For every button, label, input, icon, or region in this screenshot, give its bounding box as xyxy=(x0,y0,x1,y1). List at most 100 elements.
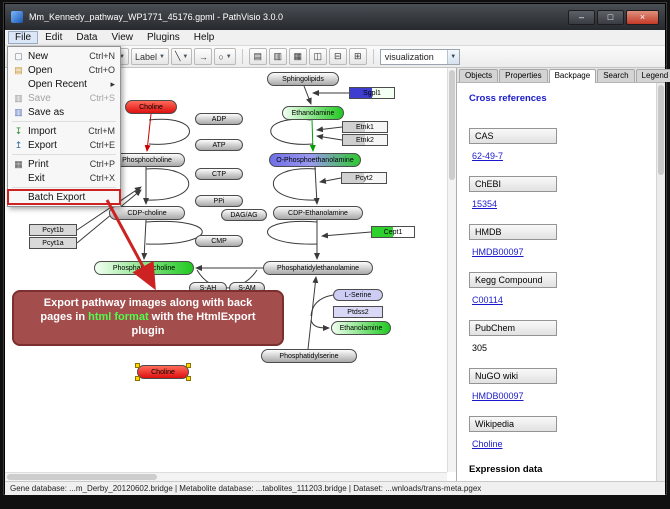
pathway-canvas[interactable]: Export pathway images along with back pa… xyxy=(5,68,457,481)
label-tool[interactable]: Label▼ xyxy=(130,48,169,65)
menu-help[interactable]: Help xyxy=(193,32,215,43)
node-label: S-AH xyxy=(199,284,217,292)
visualization-combobox[interactable]: visualization ▼ xyxy=(379,48,460,65)
pathway-node-atp[interactable]: ATP xyxy=(195,139,243,151)
node-label: Sgpl1 xyxy=(363,89,381,97)
xref-link[interactable]: HMDB00097 xyxy=(472,391,524,401)
maximize-button[interactable]: □ xyxy=(597,9,624,25)
pathway-node-pcyt1b[interactable]: Pcyt1b xyxy=(29,224,77,236)
pathway-node-l-serine[interactable]: L-Serine xyxy=(333,289,383,301)
pathway-node-cdp-ethanolamine[interactable]: CDP-Ethanolamine xyxy=(273,206,363,220)
selection-handle[interactable] xyxy=(186,363,191,368)
pathway-node-sgpl1[interactable]: Sgpl1 xyxy=(349,87,395,99)
toolbar-separator xyxy=(241,49,243,64)
menu-separator xyxy=(12,121,116,122)
connector-tool[interactable]: → xyxy=(194,48,213,65)
pathway-node-adp[interactable]: ADP xyxy=(195,113,243,125)
chevron-down-icon[interactable]: ▼ xyxy=(182,53,189,60)
menu-item-batch-export[interactable]: Batch Export xyxy=(7,189,121,205)
annotation-callout: Export pathway images along with back pa… xyxy=(12,290,284,346)
pathway-node-phosphatidylethanolamine[interactable]: Phosphatidylethanolamine xyxy=(263,261,373,275)
pathway-node-ppi[interactable]: PPi xyxy=(195,195,243,207)
menu-item-open-recent[interactable]: Open Recent▸ xyxy=(8,77,120,91)
pathway-node-ethanolamine[interactable]: Ethanolamine xyxy=(282,106,344,120)
line-tool[interactable]: ╲▼ xyxy=(170,48,193,65)
chevron-down-icon[interactable]: ▼ xyxy=(159,53,165,60)
pathway-node-ethanolamine[interactable]: Ethanolamine xyxy=(331,321,391,335)
chevron-down-icon[interactable]: ▼ xyxy=(446,49,459,64)
pathway-node-dag-ag[interactable]: DAG/AG xyxy=(221,209,267,221)
pathway-node-cdp-choline[interactable]: CDP-choline xyxy=(109,206,185,220)
pathway-node-ptdss2[interactable]: Ptdss2 xyxy=(333,306,383,318)
xref-link[interactable]: Choline xyxy=(472,439,503,449)
export-arrow-icon: ↥ xyxy=(14,139,23,150)
pathway-node-etnk1[interactable]: Etnk1 xyxy=(342,121,388,133)
scrollbar-thumb[interactable] xyxy=(7,474,157,480)
node-label: CDP-Ethanolamine xyxy=(288,209,348,217)
submenu-arrow-icon: ▸ xyxy=(110,78,115,89)
node-label: Ethanolamine xyxy=(339,324,383,332)
window-title: Mm_Kennedy_pathway_WP1771_45176.gpml - P… xyxy=(29,12,283,22)
menu-item-label: Export xyxy=(28,139,57,151)
pathway-node-phosphatidylserine[interactable]: Phosphatidylserine xyxy=(261,349,357,363)
xref-link[interactable]: 15354 xyxy=(472,199,498,209)
common-width-button[interactable]: ⊞ xyxy=(348,48,367,65)
align-left-button[interactable]: ▤ xyxy=(248,48,267,65)
xref-db-name: CAS xyxy=(469,128,557,144)
pathway-node-o-phosphoethanolamine[interactable]: O-Phosphoethanolamine xyxy=(269,153,361,167)
canvas-vertical-scrollbar[interactable] xyxy=(447,68,456,472)
pathway-node-pcyt1a[interactable]: Pcyt1a xyxy=(29,237,77,249)
common-height-button[interactable]: ⊟ xyxy=(328,48,347,65)
align-top-button[interactable]: ▦ xyxy=(288,48,307,65)
align-top-button-icon: ▦ xyxy=(293,51,302,61)
close-button[interactable]: × xyxy=(626,9,659,25)
panel-vertical-scrollbar[interactable] xyxy=(656,83,665,481)
scrollbar-thumb[interactable] xyxy=(449,70,455,180)
pathway-node-ctp[interactable]: CTP xyxy=(195,168,243,180)
pathway-node-sphingolipids[interactable]: Sphingolipids xyxy=(267,72,339,86)
canvas-horizontal-scrollbar[interactable] xyxy=(5,472,447,481)
menu-plugins[interactable]: Plugins xyxy=(146,32,180,43)
chevron-down-icon[interactable]: ▼ xyxy=(119,53,125,60)
pathway-node-cept1[interactable]: Cept1 xyxy=(371,226,415,238)
selection-handle[interactable] xyxy=(135,376,140,381)
xref-link[interactable]: 62-49-7 xyxy=(472,151,504,161)
pathway-node-choline[interactable]: Choline xyxy=(135,363,191,381)
pathway-node-cmp[interactable]: CMP xyxy=(195,235,243,247)
menu-edit[interactable]: Edit xyxy=(45,32,63,43)
shape-tool[interactable]: ○▼ xyxy=(214,48,236,65)
pathway-node-pcyt2[interactable]: Pcyt2 xyxy=(341,172,387,184)
xref-link[interactable]: HMDB00097 xyxy=(472,247,524,257)
selection-handle[interactable] xyxy=(135,363,140,368)
chevron-down-icon[interactable]: ▼ xyxy=(225,53,232,60)
minimize-button[interactable]: – xyxy=(568,9,595,25)
menu-item-label: Exit xyxy=(28,172,45,184)
selection-handle[interactable] xyxy=(186,376,191,381)
pathway-node-choline[interactable]: Choline xyxy=(125,100,177,114)
tab-search[interactable]: Search xyxy=(597,69,635,82)
menu-item-save-as[interactable]: ▥Save as xyxy=(8,105,120,119)
xref-link[interactable]: C00114 xyxy=(472,295,503,305)
label-tool-icon: Label xyxy=(134,51,158,62)
tab-legend[interactable]: Legend xyxy=(635,69,670,82)
node-label: L-Serine xyxy=(344,291,372,299)
tab-backpage[interactable]: Backpage xyxy=(548,69,597,83)
menu-file[interactable]: File xyxy=(8,31,39,44)
tab-properties[interactable]: Properties xyxy=(499,69,548,82)
menu-view[interactable]: View xyxy=(111,32,133,43)
align-center-button[interactable]: ▥ xyxy=(268,48,287,65)
pathway-node-etnk2[interactable]: Etnk2 xyxy=(342,134,388,146)
menu-data[interactable]: Data xyxy=(76,32,98,43)
scrollbar-thumb[interactable] xyxy=(658,85,664,175)
pathway-node-phosphatidylcholine[interactable]: Phosphatidylcholine xyxy=(94,261,194,275)
align-bottom-button[interactable]: ◫ xyxy=(308,48,327,65)
tab-objects[interactable]: Objects xyxy=(459,69,499,82)
